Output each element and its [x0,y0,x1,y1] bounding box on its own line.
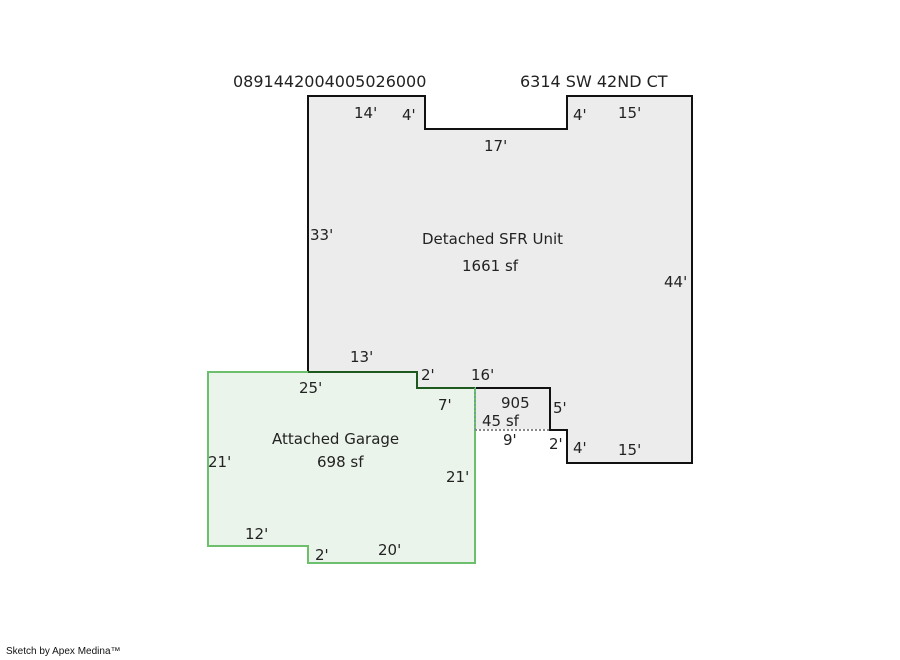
dim-label: 13' [350,348,373,366]
shared-wall [308,371,475,389]
dim-label: 16' [471,366,494,384]
dim-label: 12' [245,525,268,543]
dim-label: 21' [446,468,469,486]
area-905-name: 905 [501,394,530,412]
dim-label: 15' [618,441,641,459]
dim-label: 9' [503,431,517,449]
dim-label: 25' [299,379,322,397]
garage-area-name: Attached Garage [272,430,399,448]
dim-label: 7' [438,396,452,414]
dim-label: 2' [315,546,329,564]
dim-label: 14' [354,104,377,122]
dim-label: 4' [573,439,587,457]
dim-label: 33' [310,226,333,244]
sketch-credit: Sketch by Apex Medina™ [6,646,121,657]
parcel-id: 0891442004005026000 [233,72,426,91]
dim-label: 2' [549,435,563,453]
area-905 [476,389,549,429]
dim-label: 17' [484,137,507,155]
address: 6314 SW 42ND CT [520,72,668,91]
main-area-size: 1661 sf [462,257,519,275]
main-area-name: Detached SFR Unit [422,230,563,248]
dim-label: 5' [553,399,567,417]
dim-label: 4' [402,106,416,124]
garage-area-size: 698 sf [317,453,364,471]
dim-label: 21' [208,453,231,471]
dim-label: 15' [618,104,641,122]
dim-label: 4' [573,106,587,124]
dim-label: 20' [378,541,401,559]
dim-label: 2' [421,366,435,384]
dim-label: 44' [664,273,687,291]
area-905-size: 45 sf [482,412,520,430]
